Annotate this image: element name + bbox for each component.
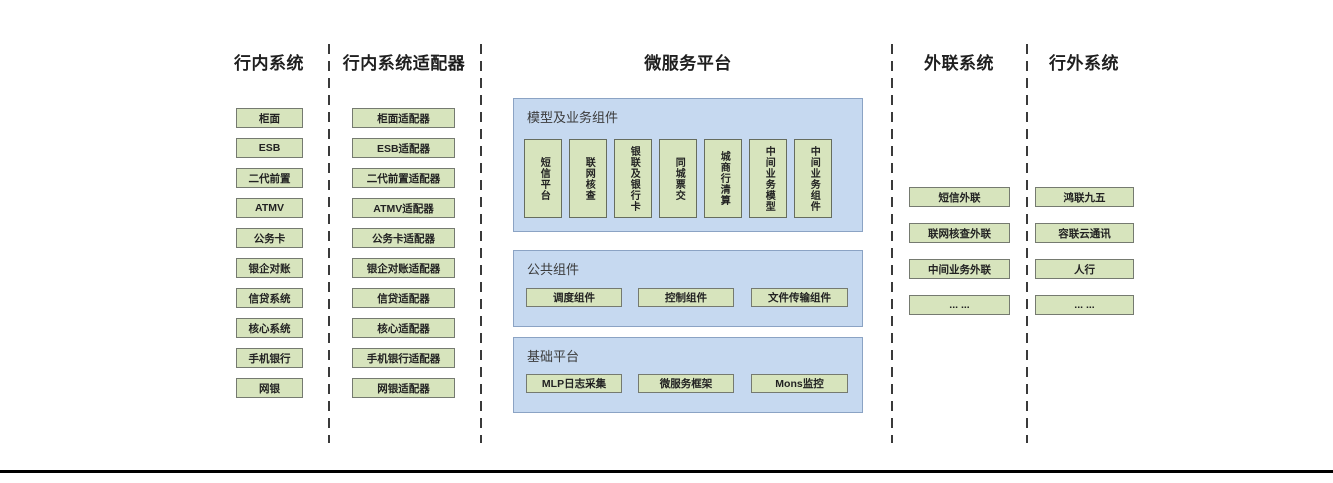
- internal-systems-column: 柜面 ESB 二代前置 ATMV 公务卡 银企对账 信贷系统 核心系统 手机银行…: [236, 108, 303, 398]
- common-component-box: 调度组件: [526, 288, 622, 307]
- column-header-external-systems: 行外系统: [1049, 53, 1119, 73]
- column-header-internal-systems: 行内系统: [234, 53, 304, 73]
- external-system-box: 容联云通讯: [1035, 223, 1134, 243]
- outreach-system-box: ... ...: [909, 295, 1010, 315]
- internal-system-box: 柜面: [236, 108, 303, 128]
- internal-system-box: 二代前置: [236, 168, 303, 188]
- adapter-box: 信贷适配器: [352, 288, 455, 308]
- adapter-box: 二代前置适配器: [352, 168, 455, 188]
- platform-component-box: 中间业务模型: [749, 139, 787, 218]
- platform-component-box: 联网核查: [569, 139, 607, 218]
- platform-component-box: 短信平台: [524, 139, 562, 218]
- base-platform-panel: 基础平台 MLP日志采集 微服务框架 Mons监控: [513, 337, 863, 413]
- internal-system-box: 银企对账: [236, 258, 303, 278]
- adapter-box: 银企对账适配器: [352, 258, 455, 278]
- column-divider: [1026, 44, 1028, 443]
- outreach-system-box: 短信外联: [909, 187, 1010, 207]
- column-divider: [328, 44, 330, 443]
- model-business-components-panel: 模型及业务组件 短信平台 联网核查 银联及银行卡 同城票交 城商行清算 中间业务…: [513, 98, 863, 232]
- panel-title: 基础平台: [527, 349, 580, 364]
- adapter-box: 手机银行适配器: [352, 348, 455, 368]
- outreach-system-box: 联网核查外联: [909, 223, 1010, 243]
- adapter-box: ESB适配器: [352, 138, 455, 158]
- bottom-rule: [0, 470, 1333, 473]
- internal-system-box: 信贷系统: [236, 288, 303, 308]
- vertical-components-row: 短信平台 联网核查 银联及银行卡 同城票交 城商行清算 中间业务模型 中间业务组…: [524, 139, 832, 218]
- column-header-adapters: 行内系统适配器: [342, 53, 466, 73]
- base-platform-box: Mons监控: [751, 374, 848, 393]
- external-system-box: 鸿联九五: [1035, 187, 1134, 207]
- column-header-outreach-systems: 外联系统: [924, 53, 994, 73]
- common-component-box: 控制组件: [638, 288, 734, 307]
- internal-system-box: 网银: [236, 378, 303, 398]
- platform-component-box: 银联及银行卡: [614, 139, 652, 218]
- internal-system-box: 手机银行: [236, 348, 303, 368]
- panel-title: 模型及业务组件: [527, 110, 619, 125]
- base-platform-box: MLP日志采集: [526, 374, 622, 393]
- internal-system-box: ATMV: [236, 198, 303, 218]
- external-system-box: ... ...: [1035, 295, 1134, 315]
- adapter-box: ATMV适配器: [352, 198, 455, 218]
- adapter-box: 核心适配器: [352, 318, 455, 338]
- base-platform-box: 微服务框架: [638, 374, 734, 393]
- platform-component-box: 同城票交: [659, 139, 697, 218]
- outreach-system-box: 中间业务外联: [909, 259, 1010, 279]
- common-component-box: 文件传输组件: [751, 288, 848, 307]
- internal-system-box: 公务卡: [236, 228, 303, 248]
- platform-component-box: 中间业务组件: [794, 139, 832, 218]
- adapter-box: 网银适配器: [352, 378, 455, 398]
- internal-system-box: ESB: [236, 138, 303, 158]
- adapter-box: 柜面适配器: [352, 108, 455, 128]
- column-divider: [480, 44, 482, 443]
- internal-system-box: 核心系统: [236, 318, 303, 338]
- common-components-panel: 公共组件 调度组件 控制组件 文件传输组件: [513, 250, 863, 327]
- column-divider: [891, 44, 893, 443]
- panel-title: 公共组件: [527, 262, 580, 277]
- external-system-box: 人行: [1035, 259, 1134, 279]
- adapter-box: 公务卡适配器: [352, 228, 455, 248]
- outreach-systems-column: 短信外联 联网核查外联 中间业务外联 ... ...: [909, 187, 1010, 315]
- column-header-microservice-platform: 微服务平台: [644, 53, 732, 73]
- external-systems-column: 鸿联九五 容联云通讯 人行 ... ...: [1035, 187, 1134, 315]
- platform-component-box: 城商行清算: [704, 139, 742, 218]
- adapters-column: 柜面适配器 ESB适配器 二代前置适配器 ATMV适配器 公务卡适配器 银企对账…: [352, 108, 455, 398]
